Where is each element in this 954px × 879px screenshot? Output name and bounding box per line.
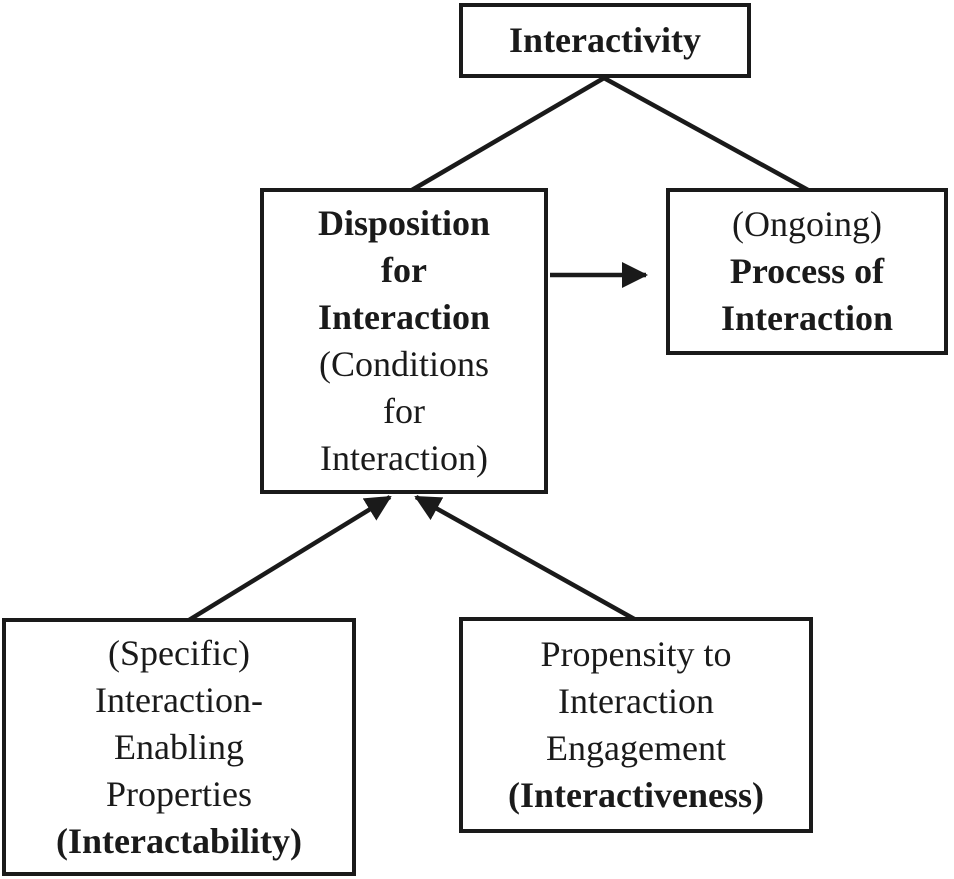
node-interactivity: Interactivity [459,3,751,78]
node-interactiveness-description: Propensity to Interaction Engagement [540,634,732,768]
node-propensity-to-interaction-engagement: Propensity to Interaction Engagement (In… [459,617,813,833]
node-interactability-description: (Specific) Interaction- Enabling Propert… [95,632,263,814]
node-process-qualifier: (Ongoing) [732,204,882,244]
connector-interactivity-to-disposition [410,76,606,192]
node-process-title: Process of Interaction [721,251,893,338]
node-interactability-term: (Interactability) [56,820,302,861]
node-disposition-subtitle: (Conditions for Interaction) [318,344,489,478]
connector-interactiveness-to-disposition-arrow [414,495,638,622]
node-interaction-enabling-properties: (Specific) Interaction- Enabling Propert… [2,618,356,876]
node-process-of-interaction: (Ongoing) Process of Interaction [666,188,948,355]
node-disposition-title: Disposition for Interaction [317,203,491,337]
connector-interactivity-to-process [602,76,810,192]
node-interactivity-label: Interactivity [509,20,701,60]
connector-interactability-to-disposition-arrow [187,495,392,622]
node-interactiveness-term: (Interactiveness) [508,775,764,815]
node-disposition-for-interaction: Disposition for Interaction (Conditions … [260,188,548,494]
